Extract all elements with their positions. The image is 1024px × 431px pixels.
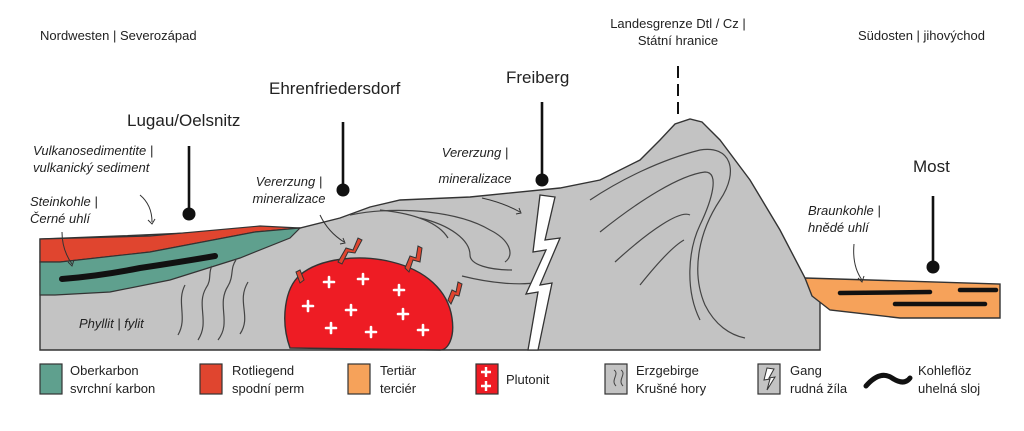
annotation-steinkohle-line2: Černé uhlí	[30, 211, 90, 226]
legend-swatch-rotliegend	[199, 363, 223, 395]
annotation-vulkano-line2: vulkanický sediment	[33, 160, 150, 175]
annotation-vererzung-2: Vererzung | mineralizace	[430, 140, 520, 192]
legend-item-kohleflotz: Kohleflöz uhelná sloj	[918, 362, 980, 398]
legend-icon-kohleflotz	[863, 372, 913, 389]
legend-tertiar-line1: Tertiär	[380, 363, 417, 378]
legend-swatch-erzgebirge	[604, 363, 628, 395]
braunkohle-seam-1	[837, 289, 933, 296]
legend-icon-details	[481, 367, 913, 391]
legend-rotliegend-line2: spodní perm	[232, 381, 305, 396]
annotation-steinkohle-line1: Steinkohle |	[30, 194, 98, 209]
annotation-vulkanosediment: Vulkanosedimentite | vulkanický sediment	[33, 142, 153, 176]
annotation-vulkano-line1: Vulkanosedimentite |	[33, 143, 154, 158]
legend-kohleflotz-line2: uhelná sloj	[918, 381, 981, 396]
place-most: Most	[913, 157, 950, 176]
annotation-arrows	[61, 194, 865, 283]
legend-plutonit-line1: Plutonit	[506, 372, 550, 387]
annotation-phyllit: Phyllit | fylit	[79, 316, 144, 331]
legend-swatch-oberkarbon	[39, 363, 63, 395]
annotation-braunkohle: Braunkohle | hnědé uhlí	[808, 202, 881, 236]
legend-item-oberkarbon: Oberkarbon svrchní karbon	[70, 362, 155, 398]
legend-item-erzgebirge: Erzgebirge Krušné hory	[636, 362, 706, 398]
annotation-vererzung2-line2: mineralizace	[438, 171, 512, 186]
legend-oberkarbon-line2: svrchní karbon	[70, 381, 156, 396]
place-ehrenfriedersdorf: Ehrenfriedersdorf	[269, 79, 401, 98]
legend-erzgebirge-line2: Krušné hory	[636, 381, 707, 396]
location-pins	[182, 102, 940, 274]
tertiar-basin	[803, 277, 1001, 319]
phyllit-folds	[177, 259, 249, 341]
erzgebirge-folds	[349, 148, 746, 339]
place-freiberg: Freiberg	[506, 68, 570, 87]
erzgebirge-body	[39, 118, 821, 351]
label-border-line2: Státní hranice	[637, 33, 719, 48]
legend-swatch-tertiar	[347, 363, 371, 395]
label-border-line1: Landesgrenze Dtl / Cz |	[610, 16, 746, 31]
legend-erzgebirge-line1: Erzgebirge	[636, 363, 699, 378]
mineralization-veins	[295, 237, 463, 305]
legend-oberkarbon-line1: Oberkarbon	[70, 363, 139, 378]
label-northwest: Nordwesten | Severozápad	[40, 28, 197, 43]
annotation-vererzung1-line1: Vererzung |	[255, 174, 323, 189]
annotation-braunkohle-line2: hnědé uhlí	[808, 220, 869, 235]
legend-rotliegend-line1: Rotliegend	[232, 363, 295, 378]
annotation-vererzung-1: Vererzung | mineralizace	[244, 173, 334, 207]
label-southeast: Südosten | jihovýchod	[858, 28, 985, 43]
legend-item-plutonit: Plutonit	[506, 371, 549, 389]
annotation-braunkohle-line1: Braunkohle |	[808, 203, 881, 218]
legend-gang-line1: Gang	[790, 363, 822, 378]
plutonit-crosses	[301, 272, 430, 339]
legend-item-tertiar: Tertiär terciér	[380, 362, 416, 398]
legend-tertiar-line2: terciér	[380, 381, 417, 396]
legend-gang-line2: rudná žíla	[790, 381, 848, 396]
steinkohle-seam	[59, 253, 218, 282]
annotation-vererzung1-line2: mineralizace	[252, 191, 326, 206]
label-border: Landesgrenze Dtl / Cz | Státní hranice	[598, 15, 758, 49]
legend-item-rotliegend: Rotliegend spodní perm	[232, 362, 304, 398]
annotation-vererzung2-line1: Vererzung |	[441, 145, 509, 160]
gang-fault	[524, 194, 562, 351]
place-lugau: Lugau/Oelsnitz	[127, 111, 241, 130]
annotation-steinkohle: Steinkohle | Černé uhlí	[30, 193, 98, 227]
legend-kohleflotz-line1: Kohleflöz	[918, 363, 972, 378]
legend-item-gang: Gang rudná žíla	[790, 362, 847, 398]
